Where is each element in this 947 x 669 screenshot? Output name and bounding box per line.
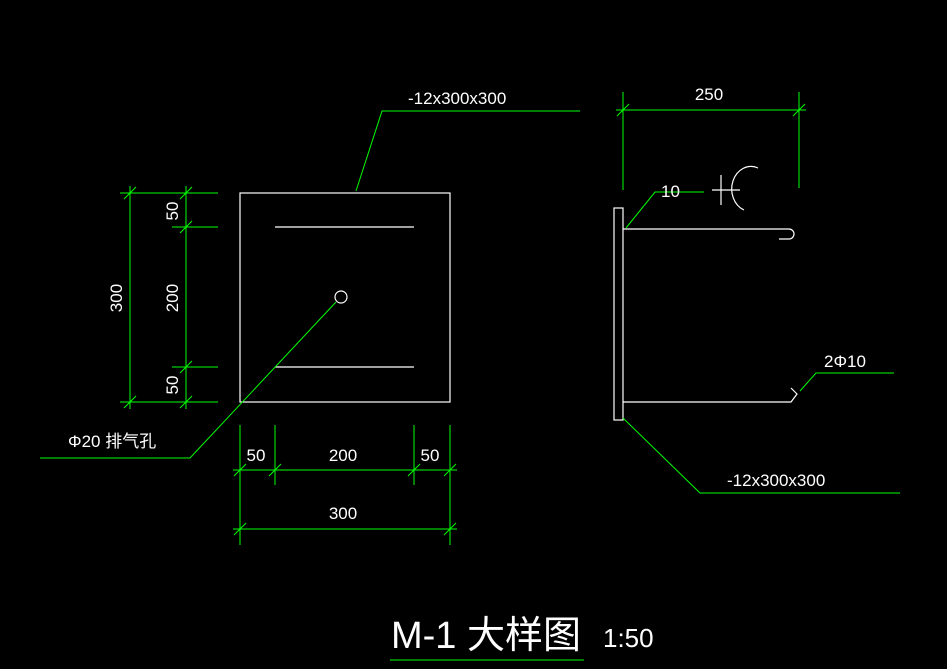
- vent-hole-leader: Φ20 排气孔: [40, 301, 337, 459]
- plate-spec-label: -12x300x300: [408, 89, 506, 108]
- dim-height-total: 300: [107, 284, 126, 312]
- leader-line: [799, 372, 894, 392]
- anchor-bar-bottom-side: [623, 387, 798, 403]
- dim-width-middle: 200: [329, 446, 357, 465]
- vertical-dimensions: 300 50 200 50: [107, 186, 218, 409]
- tick: [123, 395, 137, 409]
- tick: [123, 186, 137, 200]
- weld-symbol-arc: [731, 165, 759, 211]
- dim-height-bottom: 50: [163, 376, 182, 395]
- side-view: [613, 165, 798, 421]
- title-block: M-1 大样图 1:50: [390, 615, 654, 661]
- rebar-leader: 2Φ10: [799, 352, 894, 392]
- plate-thickness-label: 10: [661, 182, 680, 201]
- dim-width-right: 50: [421, 446, 440, 465]
- tick: [233, 463, 247, 477]
- rebar-label: 2Φ10: [824, 352, 866, 371]
- plate-outline: [239, 192, 451, 403]
- horizontal-dimensions: 50 200 50 300: [233, 425, 457, 545]
- leader-line: [625, 191, 704, 229]
- tick: [179, 360, 193, 374]
- leader-line: [355, 110, 580, 192]
- tick: [407, 463, 421, 477]
- leader-line: [40, 301, 337, 459]
- anchor-bar-top-side: [623, 228, 795, 240]
- tick: [792, 103, 806, 117]
- dim-anchor-length: 250: [695, 85, 723, 104]
- tick: [179, 220, 193, 234]
- plate-thickness-leader: 10: [625, 182, 704, 229]
- side-plate-spec-label: -12x300x300: [727, 471, 825, 490]
- leader-line: [622, 417, 900, 494]
- anchor-length-dimension: 250: [616, 85, 806, 190]
- dim-height-top: 50: [163, 202, 182, 221]
- tick: [443, 522, 457, 536]
- dim-width-left: 50: [247, 446, 266, 465]
- tick: [616, 103, 630, 117]
- side-plate: [613, 207, 624, 421]
- tick: [179, 395, 193, 409]
- tick: [443, 463, 457, 477]
- plate-front-view: [239, 192, 451, 403]
- vent-hole-label: Φ20 排气孔: [68, 432, 156, 451]
- tick: [233, 522, 247, 536]
- dim-width-total: 300: [329, 504, 357, 523]
- drawing-title: M-1 大样图: [391, 615, 581, 657]
- vent-hole: [334, 290, 348, 304]
- drawing-scale: 1:50: [603, 623, 654, 653]
- dim-height-middle: 200: [163, 284, 182, 312]
- side-plate-spec-leader: -12x300x300: [622, 417, 900, 494]
- tick: [268, 463, 282, 477]
- tick: [179, 186, 193, 200]
- plate-spec-leader: -12x300x300: [355, 89, 580, 192]
